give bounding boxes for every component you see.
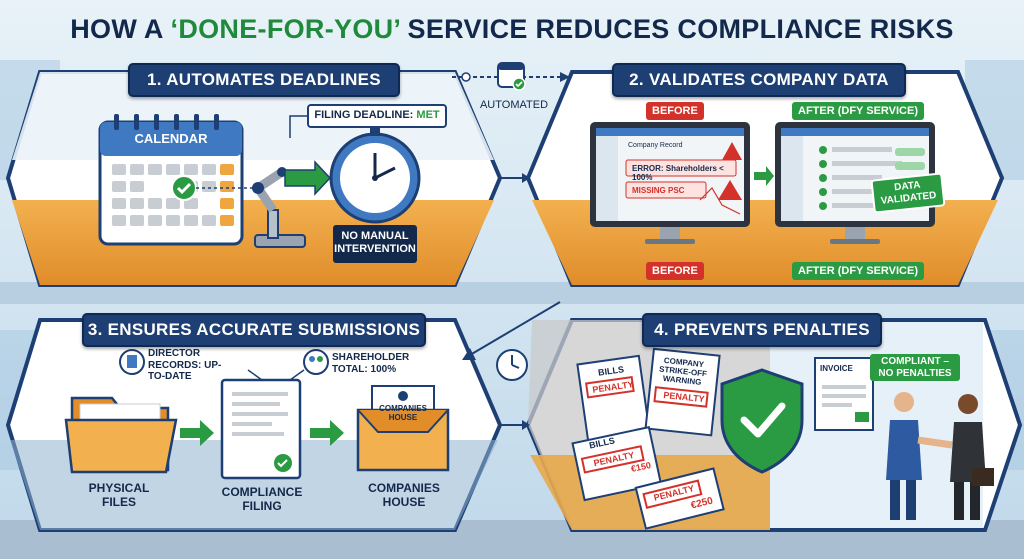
before-tag-bottom: BEFORE xyxy=(646,262,704,280)
after-tag-bottom: AFTER (DFY SERVICE) xyxy=(792,262,924,280)
title-suffix: SERVICE REDUCES COMPLIANCE RISKS xyxy=(399,14,954,44)
companies-house-tray-icon xyxy=(356,385,450,472)
compliant-badge: COMPLIANT – NO PENALTIES xyxy=(870,354,960,381)
folder-icon xyxy=(64,396,178,474)
calendar-label: CALENDAR xyxy=(134,131,208,146)
companies-house-tray-label: COMPANIES HOUSE xyxy=(379,404,427,423)
shield-check-icon xyxy=(720,368,804,474)
automated-calendar-icon xyxy=(497,62,526,91)
company-record-title: Company Record xyxy=(628,142,683,149)
before-monitor xyxy=(590,122,750,244)
missing-psc-text: MISSING PSC xyxy=(632,186,685,195)
before-tag-top: BEFORE xyxy=(646,102,704,120)
wall-clock-icon xyxy=(496,349,528,381)
shareholder-total-note: SHAREHOLDER TOTAL: 100% xyxy=(332,352,410,375)
compliance-document-icon xyxy=(220,378,302,480)
filing-deadline-prefix: FILING DEADLINE: xyxy=(314,109,417,121)
invoice-icon xyxy=(814,357,874,431)
no-manual-intervention-label: NO MANUAL INTERVENTION xyxy=(334,230,416,255)
companies-house-label: COMPANIES HOUSE xyxy=(368,481,440,509)
filing-deadline-label: FILING DEADLINE: MET xyxy=(308,109,446,122)
panel-1-title: 1. AUTOMATES DEADLINES xyxy=(128,63,400,97)
compliance-filing-label: COMPLIANCE FILING xyxy=(221,485,303,513)
handshake-businessmen xyxy=(886,392,994,520)
penalty-bills-pile xyxy=(571,347,725,530)
title-highlight: ‘DONE-FOR-YOU’ xyxy=(170,14,400,44)
physical-files-label: PHYSICAL FILES xyxy=(88,481,150,509)
panel-3-title: 3. ENSURES ACCURATE SUBMISSIONS xyxy=(82,313,426,347)
filing-deadline-status: MET xyxy=(416,109,440,121)
invoice-label: INVOICE xyxy=(820,364,853,373)
panel-1-frame xyxy=(5,70,503,287)
after-tag-top: AFTER (DFY SERVICE) xyxy=(792,102,924,120)
panel-2-title: 2. VALIDATES COMPANY DATA xyxy=(612,63,906,97)
panel-4-title: 4. PREVENTS PENALTIES xyxy=(642,313,882,347)
page-title: HOW A ‘DONE-FOR-YOU’ SERVICE REDUCES COM… xyxy=(0,14,1024,45)
automated-label: AUTOMATED xyxy=(479,99,549,111)
calendar-icon xyxy=(98,114,265,246)
director-records-note: DIRECTOR RECORDS: UP-TO-DATE xyxy=(148,348,222,382)
shareholder-error-text: ERROR: Shareholders < 100% xyxy=(632,164,724,183)
clock-icon xyxy=(329,126,421,224)
title-prefix: HOW A xyxy=(70,14,171,44)
